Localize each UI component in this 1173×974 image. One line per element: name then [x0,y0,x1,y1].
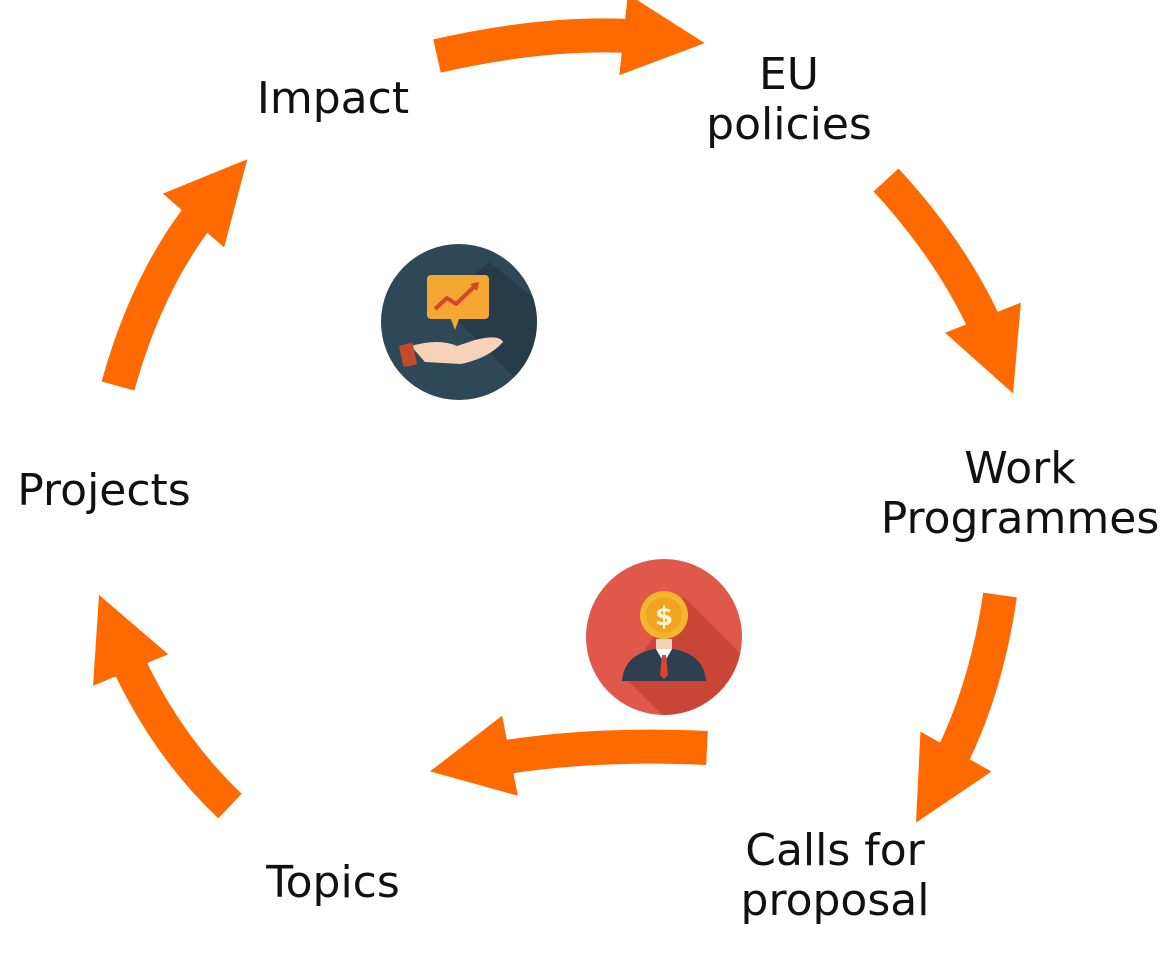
node-label-topics-line: Topics [266,857,400,908]
node-label-calls-for-proposal-line-2: proposal [740,875,930,926]
arrow-impact-to-eu-policies [433,0,705,76]
node-label-projects: Projects [4,466,204,516]
node-label-topics: Topics [238,858,428,908]
node-label-impact: Impact [238,74,428,124]
arrow-work-programmes-to-calls-for-proposal [916,592,1017,823]
svg-text:$: $ [655,602,673,632]
funding-person-icon: $ [586,559,742,715]
impact-growth-icon [381,244,537,400]
node-label-calls-for-proposal: Calls for proposal [700,826,970,926]
node-label-eu-policies-line-1: EU [758,49,819,100]
arrow-eu-policies-to-work-programmes [873,168,1021,394]
node-label-projects-line: Projects [17,465,191,516]
node-label-work-programmes-line-2: Programmes [880,493,1160,544]
node-label-eu-policies-line-2: policies [706,99,872,150]
node-label-work-programmes: Work Programmes [870,444,1170,544]
arrow-topics-to-projects [93,594,242,819]
node-label-calls-for-proposal-line-1: Calls for [745,825,925,876]
node-label-work-programmes-line-1: Work [964,443,1076,494]
node-label-eu-policies: EU policies [689,50,889,150]
arrow-calls-for-proposal-to-topics [429,715,708,796]
node-label-impact-line: Impact [256,73,410,124]
arrow-projects-to-impact [101,159,248,391]
